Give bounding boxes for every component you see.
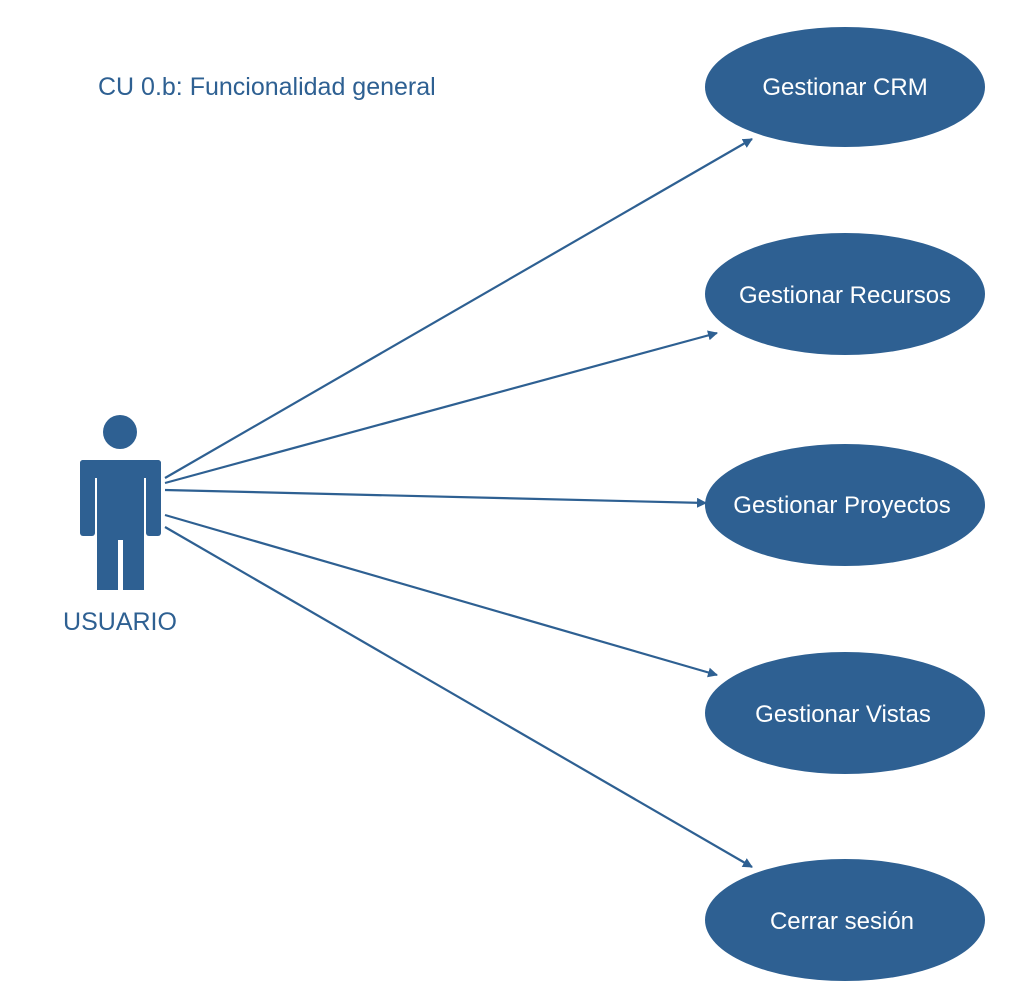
use-case-label: Gestionar Vistas (755, 701, 931, 728)
association-cerrar-sesion (164, 526, 753, 868)
use-case-ellipse (705, 859, 985, 981)
association-gestionar-recursos (164, 330, 718, 485)
person-icon (80, 415, 161, 590)
use-case-gestionar-crm[interactable]: Gestionar CRM (705, 27, 985, 147)
use-case-label: Gestionar Recursos (739, 282, 951, 309)
use-case-label: Gestionar Proyectos (733, 492, 950, 519)
use-case-label: Cerrar sesión (770, 908, 914, 935)
associations (164, 138, 753, 868)
actor-usuario: USUARIO (63, 415, 177, 636)
use-case-ellipse (705, 444, 985, 566)
use-case-label: Gestionar CRM (762, 74, 927, 101)
association-gestionar-vistas (164, 513, 718, 678)
use-case-gestionar-vistas[interactable]: Gestionar Vistas (705, 652, 985, 774)
diagram-title: CU 0.b: Funcionalidad general (98, 73, 436, 101)
use-case-ellipse (705, 27, 985, 147)
use-case-gestionar-recursos[interactable]: Gestionar Recursos (705, 233, 985, 355)
use-case-cerrar-sesion[interactable]: Cerrar sesión (705, 859, 985, 981)
use-case-ellipse (705, 652, 985, 774)
actor-label: USUARIO (63, 608, 177, 636)
association-gestionar-proyectos (164, 488, 707, 508)
use-case-gestionar-proyectos[interactable]: Gestionar Proyectos (705, 444, 985, 566)
association-gestionar-crm (164, 138, 753, 479)
use-case-ellipse (705, 233, 985, 355)
